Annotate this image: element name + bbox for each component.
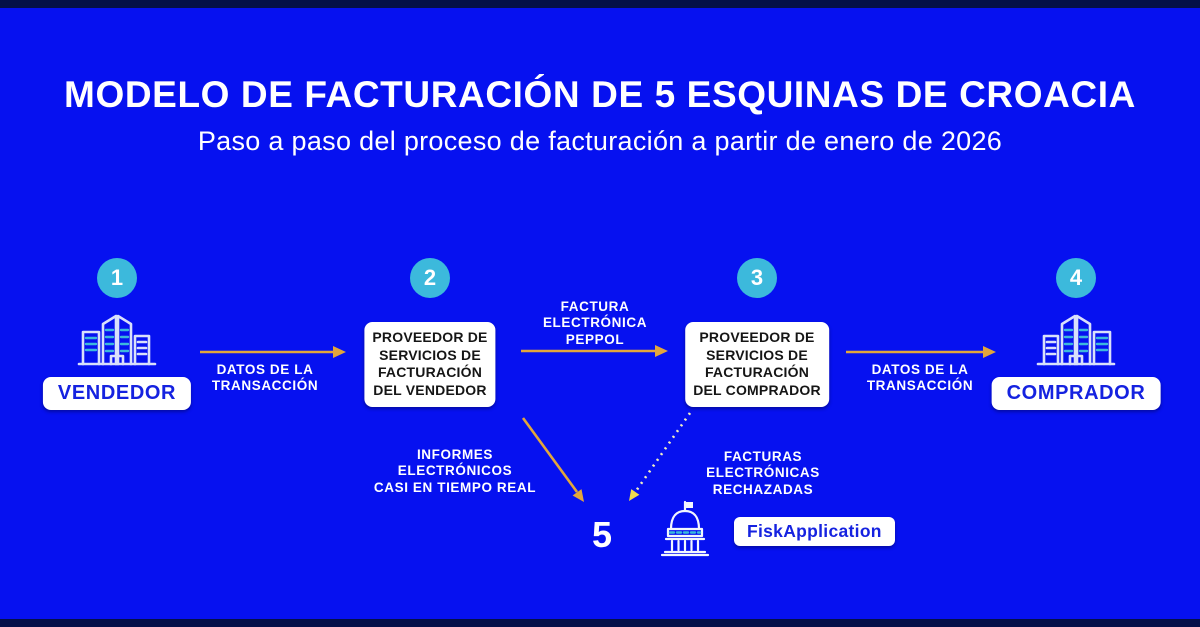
flow-label-peppol-einvoice: FACTURA ELECTRÓNICA PEPPOL: [542, 299, 648, 347]
annex-windows-cyan: [1095, 336, 1109, 352]
arrow-provider-to-provider-head: [655, 345, 668, 357]
arrow-seller-to-provider-head: [333, 346, 346, 358]
dotted-arrow-rejected-invoices-head: [629, 489, 640, 501]
seller-service-provider-box: PROVEEDOR DE SERVICIOS DE FACTURACIÓN DE…: [364, 322, 496, 407]
seller-building-icon: [75, 306, 159, 373]
tower-windows-cyan: [104, 328, 130, 353]
fisk-application-label: FiskApplication: [734, 517, 895, 546]
flow-label-realtime-reports: INFORMES ELECTRÓNICOS CASI EN TIEMPO REA…: [373, 447, 537, 495]
top-edge-bar: [0, 0, 1200, 8]
step-5-number: 5: [591, 514, 613, 555]
main-towers: [1060, 314, 1092, 366]
entrance-door: [1068, 354, 1084, 366]
main-towers: [101, 314, 133, 366]
office-building-icon-svg: [1036, 314, 1116, 366]
dome-base-band: [666, 527, 704, 538]
tower-windows-cyan: [1063, 328, 1089, 353]
buyer-building-icon: [1034, 306, 1118, 373]
flow-label-transaction-data-2: DATOS DE LA TRANSACCIÓN: [866, 362, 974, 394]
arrow-reports-to-fisk: [521, 417, 579, 493]
side-tower-windows: [136, 340, 148, 356]
government-building-icon-svg: [660, 500, 710, 557]
flow-label-rejected-invoices: FACTURAS ELECTRÓNICAS RECHAZADAS: [706, 449, 820, 497]
annex-building: [1092, 330, 1112, 366]
arrow-reports-to-fisk-head: [572, 489, 584, 502]
flag: [685, 502, 693, 508]
office-building-icon-svg: [77, 314, 157, 366]
page-subtitle: Paso a paso del proceso de facturación a…: [197, 126, 1003, 156]
columns: [670, 539, 700, 552]
side-tower: [133, 334, 151, 366]
annex-windows-cyan: [84, 336, 98, 352]
step-1-circle: 1: [97, 258, 137, 298]
base-steps: [660, 550, 710, 557]
step-2-circle: 2: [410, 258, 450, 298]
seller-label: VENDEDOR: [42, 377, 192, 410]
step-3-circle: 3: [737, 258, 777, 298]
page-title: MODELO DE FACTURACIÓN DE 5 ESQUINAS DE C…: [64, 74, 1136, 115]
tax-authority-building-icon: [655, 499, 715, 562]
annex-building: [81, 330, 101, 366]
step-4-circle: 4: [1056, 258, 1096, 298]
dotted-arrow-rejected-invoices: [634, 412, 692, 492]
side-tower: [1042, 334, 1060, 366]
buyer-label: COMPRADOR: [991, 377, 1161, 410]
flow-label-transaction-data-1: DATOS DE LA TRANSACCIÓN: [211, 362, 319, 394]
bottom-edge-bar: [0, 619, 1200, 627]
entrance-door: [109, 354, 125, 366]
buyer-service-provider-box: PROVEEDOR DE SERVICIOS DE FACTURACIÓN DE…: [685, 322, 829, 407]
dome: [669, 509, 701, 531]
side-tower-windows: [1045, 340, 1057, 356]
arrow-provider-to-buyer-head: [983, 346, 996, 358]
